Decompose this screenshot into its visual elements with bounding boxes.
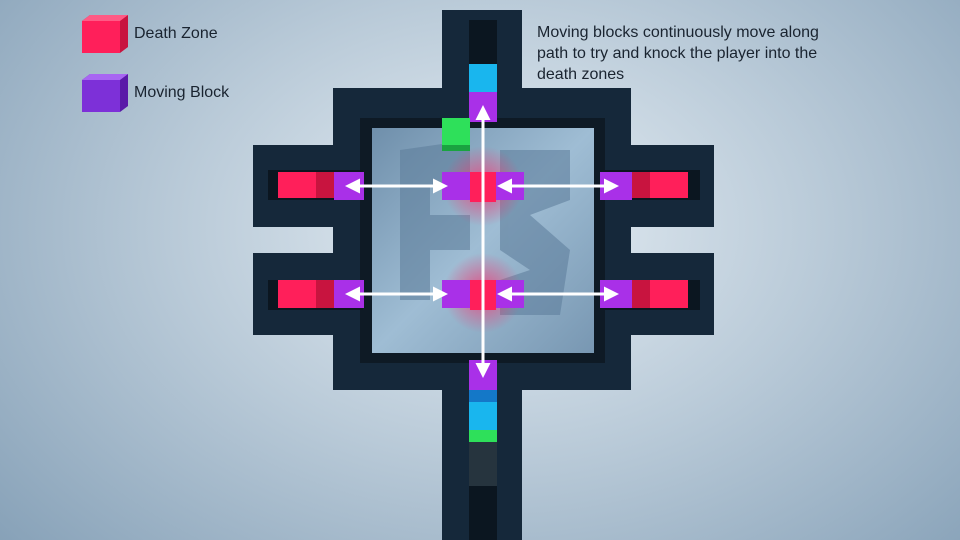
goal-block-arena bbox=[442, 118, 470, 148]
death-zone-left-bottom bbox=[278, 280, 316, 308]
death-zone-left-bottom-shadow bbox=[316, 280, 334, 308]
death-zone-right-top bbox=[650, 172, 688, 198]
legend-moving-block: Moving Block bbox=[82, 74, 229, 112]
legend-death-zone: Death Zone bbox=[82, 15, 218, 53]
death-zone-right-bottom bbox=[650, 280, 688, 308]
death-zone-left-top-shadow bbox=[316, 172, 334, 198]
spawn-block-top bbox=[469, 64, 497, 92]
spawn-block-top-shadow bbox=[469, 48, 497, 64]
death-zone-right-bottom-shadow bbox=[632, 280, 650, 308]
goal-block-arena-shadow bbox=[442, 145, 470, 151]
moving-block-center-left-top bbox=[442, 172, 470, 200]
death-zone-right-top-shadow bbox=[632, 172, 650, 198]
death-zone-swatch-icon bbox=[82, 15, 128, 53]
level-description: Moving blocks continuously move along pa… bbox=[537, 24, 819, 83]
movement-arrows bbox=[345, 105, 619, 378]
death-zone-label: Death Zone bbox=[134, 25, 218, 42]
exit-block-bottom bbox=[469, 442, 497, 486]
death-zone-left-top bbox=[278, 172, 316, 198]
goal-block-bottom bbox=[469, 430, 497, 442]
moving-block-label: Moving Block bbox=[134, 84, 230, 101]
moving-block-center-left-bottom bbox=[442, 280, 470, 308]
spawn-block-bottom-top bbox=[469, 390, 497, 402]
moving-block-swatch-icon bbox=[82, 74, 128, 112]
